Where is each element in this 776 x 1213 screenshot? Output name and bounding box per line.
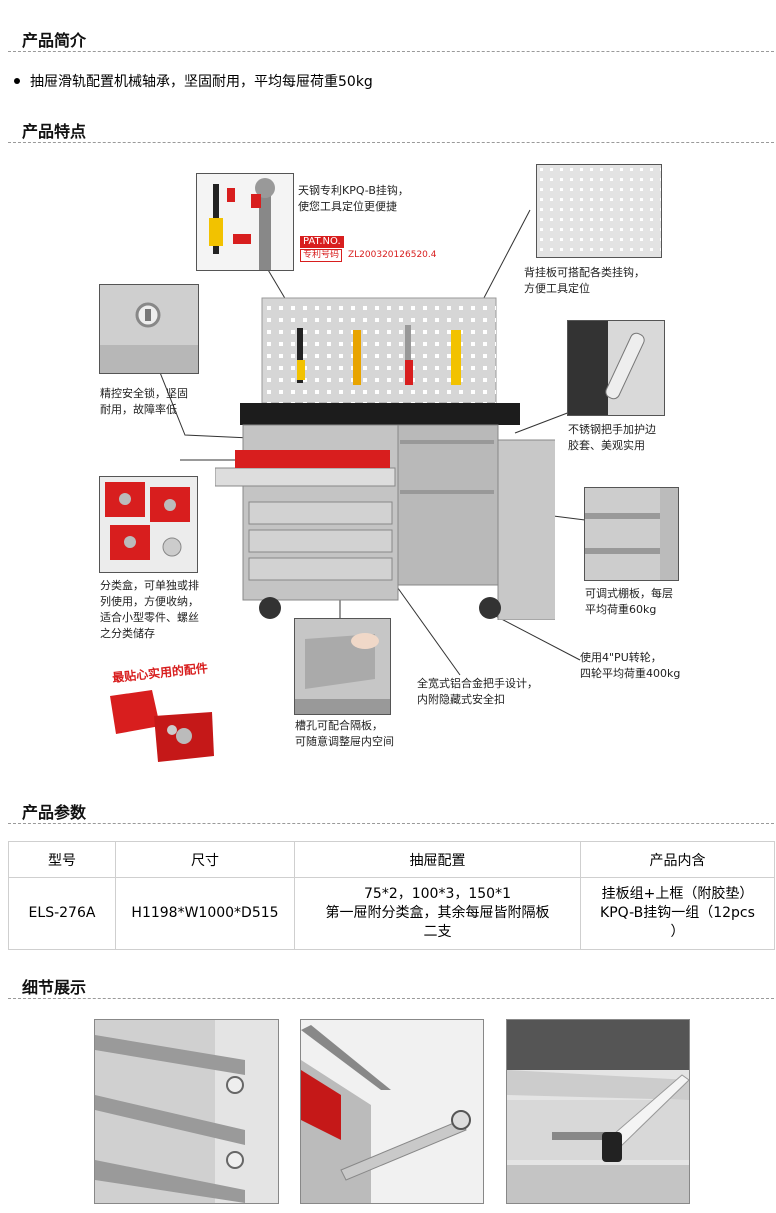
detail-photo-slides (94, 1019, 279, 1204)
patent-label: 专利号码 (300, 249, 343, 262)
lock-inset-photo (99, 284, 199, 374)
back-panel-caption: 背挂板可搭配各类挂钩， 方便工具定位 (524, 266, 645, 295)
table-row: ELS-276A H1198*W1000*D515 75*2，100*3，150… (8, 877, 775, 950)
drawers-line: 75*2，100*3，150*1 (364, 886, 511, 902)
pegboard-inset-photo (536, 164, 662, 258)
detail-photo-drawer (300, 1019, 484, 1204)
hook-icon (209, 178, 275, 270)
section-title-features: 产品特点 (22, 122, 87, 141)
pegboard-icon (537, 165, 661, 257)
bins-caption: 分类盒，可单独或排 列使用，方便收纳， 适合小型零件、螺丝 之分类储存 (100, 579, 199, 640)
table-header: 抽屉配置 (294, 841, 581, 878)
intro-bullet-text: 抽屉滑轨配置机械轴承，坚固耐用，平均每屉荷重50kg (30, 74, 373, 90)
cell-model: ELS-276A (8, 877, 116, 950)
contents-line: ） (670, 924, 685, 940)
cell-drawers: 75*2，100*3，150*1 第一屉附分类盒，其余每屉皆附隔板 二支 (294, 877, 581, 950)
shelf-icon (585, 488, 678, 580)
handle-icon (568, 321, 645, 415)
feature-diagram: 天钢专利KPQ-B挂钩， 使您工具定位更便捷 PAT.NO. 专利号码 ZL20… (0, 150, 776, 770)
drawer-handle-icon (507, 1020, 689, 1203)
section-title-details: 细节展示 (22, 978, 87, 997)
patent-number: ZL200320126520.4 (348, 250, 437, 260)
cell-size: H1198*W1000*D515 (115, 877, 295, 950)
detail-photo-handle (506, 1019, 690, 1204)
handle-inset-photo (567, 320, 665, 416)
section-divider (8, 998, 774, 999)
handle-caption: 不锈钢把手加护边 胶套、美观实用 (568, 423, 656, 452)
pat-no-badge: PAT.NO. (300, 236, 344, 248)
bins-inset-photo (99, 476, 198, 573)
bullet-dot-icon (14, 78, 20, 84)
hook-inset-photo (196, 173, 294, 271)
drawer-rail-icon (301, 1025, 471, 1203)
drawers-line: 二支 (423, 924, 452, 940)
section-divider (8, 142, 774, 143)
shelf-caption: 可调式棚板，每层 平均荷重60kg (585, 587, 673, 616)
table-header: 产品内含 (580, 841, 775, 878)
lock-icon (100, 302, 198, 373)
drawer-handle-caption: 全宽式铝合金把手设计， 内附隐藏式安全扣 (417, 677, 538, 706)
parts-bin-icon (105, 482, 190, 560)
lock-caption: 精控安全锁，坚固 耐用，故障率低 (100, 387, 188, 416)
wheel-caption: 使用4"PU转轮， 四轮平均荷重400kg (580, 651, 681, 680)
divider-slot-icon (295, 633, 390, 714)
accessory-bins-icon (110, 690, 214, 762)
section-title-params: 产品参数 (22, 803, 87, 822)
drawers-line: 第一屉附分类盒，其余每屉皆附隔板 (325, 905, 550, 921)
slot-inset-photo (294, 618, 391, 715)
tool-cabinet-illustration (215, 297, 555, 620)
contents-line: 挂板组+上框（附胶垫） (601, 886, 754, 902)
contents-line: KPQ-B挂钩一组（12pcs (600, 905, 755, 921)
shelf-inset-photo (584, 487, 679, 581)
hook-caption: 天钢专利KPQ-B挂钩， 使您工具定位更便捷 (298, 184, 409, 213)
table-header-row: 型号 尺寸 抽屉配置 产品内含 (8, 841, 775, 878)
cell-contents: 挂板组+上框（附胶垫） KPQ-B挂钩一组（12pcs ） (580, 877, 775, 950)
section-divider (8, 51, 774, 52)
drawer-slide-icon (95, 1020, 278, 1203)
table-header: 型号 (8, 841, 116, 878)
section-title-intro: 产品简介 (22, 31, 87, 50)
section-divider (8, 823, 774, 824)
params-table: 型号 尺寸 抽屉配置 产品内含 ELS-276A H1198*W1000*D51… (8, 841, 775, 950)
slot-caption: 槽孔可配合隔板， 可随意调整屉内空间 (295, 719, 394, 748)
intro-bullet: 抽屉滑轨配置机械轴承，坚固耐用，平均每屉荷重50kg (14, 71, 373, 91)
table-header: 尺寸 (115, 841, 295, 878)
